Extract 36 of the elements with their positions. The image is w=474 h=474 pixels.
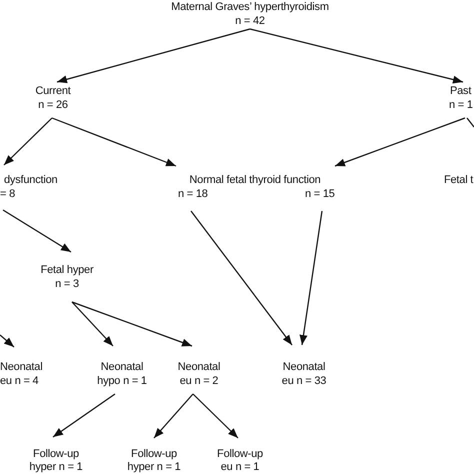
outcome-label: Neonatal eu n = 33 [280,360,328,388]
count-label: n = 42 [235,14,265,28]
arrow [72,301,192,347]
arrow [52,394,116,438]
count-label: n = 26 [38,98,68,112]
arrow [154,394,194,438]
arrow [190,210,292,346]
count-label: n = 15 [305,187,335,201]
arrow [334,117,466,167]
node-label: dysfunction [4,173,58,187]
count-label: n = 18 [178,187,208,201]
arrow [192,394,238,438]
node-label: Normal fetal thyroid function [189,173,321,187]
arrow [2,209,72,253]
arrow [0,334,14,348]
arrow [4,118,52,166]
outcome-label: Neonatal eu n = 2 [176,360,222,388]
outcome-label: Neonatal eu n = 4 [0,360,44,388]
node-label: Maternal Graves’ hyperthyroidism [171,0,329,14]
arrow [250,28,464,84]
arrow [52,117,176,167]
count-label: n = 3 [55,277,79,291]
outcome-label: Follow-up hyper n = 1 [28,448,84,474]
node-label: Fetal hyper [40,263,94,277]
outcome-label: Neonatal hypo n = 1 [96,360,148,388]
count-label: = 8 [0,187,15,201]
connector-line [466,118,474,128]
arrow [300,210,323,346]
node-label: Fetal t [444,173,474,187]
node-label: Current [35,84,71,98]
arrow [72,302,114,346]
outcome-label: Follow-up hyper n = 1 [126,448,182,474]
count-label: n = 1 [449,98,473,112]
arrow [56,28,250,84]
outcome-label: Follow-up eu n = 1 [216,448,264,474]
node-label: Past [450,84,472,98]
